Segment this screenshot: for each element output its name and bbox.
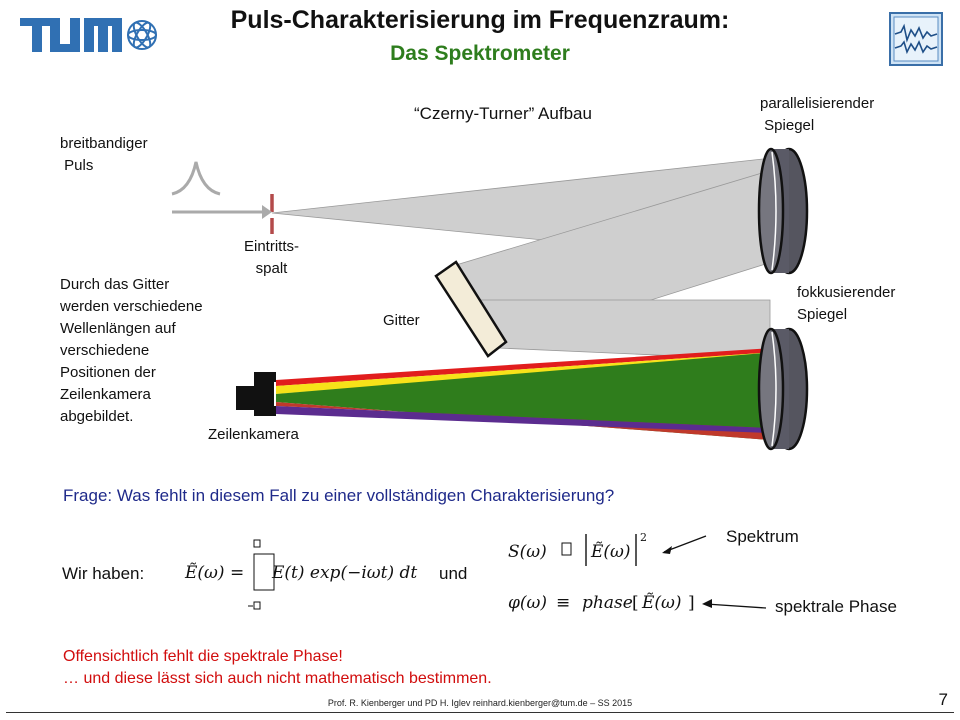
footer-divider: [6, 712, 954, 713]
diffracted-beam: [477, 299, 771, 361]
focusing-mirror-label: fokkusierender Spiegel: [797, 284, 896, 323]
institute-logo: [889, 12, 943, 66]
svg-text:phase: phase: [582, 593, 633, 613]
svg-text:[: [: [632, 593, 639, 613]
svg-text:E(t) exp(−iωt) dt: E(t) exp(−iωt) dt: [271, 563, 417, 583]
pulse-shape-icon: [171, 161, 221, 196]
conclusion-line-2: … und diese lässt sich auch nicht mathem…: [63, 670, 492, 687]
beam-red: [276, 348, 775, 386]
svg-text:Ẽ(ω): Ẽ(ω): [590, 541, 631, 562]
collimating-mirror: [757, 147, 809, 275]
svg-text:2: 2: [640, 531, 647, 544]
svg-text:Ẽ(ω): Ẽ(ω): [641, 592, 682, 613]
tum-logo: [18, 10, 158, 60]
conclusion-line-1: Offensichtlich fehlt die spektrale Phase…: [63, 648, 343, 665]
grating: [434, 260, 508, 358]
svg-text:≡: ≡: [556, 593, 570, 613]
collimating-mirror-label: parallelisierender Spiegel: [760, 95, 875, 134]
and-label: und: [439, 564, 468, 583]
focusing-mirror: [757, 327, 809, 451]
line-camera: [236, 372, 276, 416]
page-number: 7: [938, 690, 948, 709]
phase-label: spektrale Phase: [775, 597, 897, 616]
svg-text:]: ]: [688, 593, 695, 613]
svg-text:S(ω): S(ω): [508, 542, 547, 562]
fourier-equation: Ẽ(ω) = E(t) exp(−iωt) dt: [184, 539, 417, 610]
grating-label: Gitter: [383, 312, 420, 329]
beam-green: [276, 352, 776, 440]
svg-text:Ẽ(ω) =: Ẽ(ω) =: [184, 562, 244, 583]
explanation-text: Durch das Gitter werden verschiedene Wel…: [60, 276, 203, 425]
setup-label: “Czerny-Turner” Aufbau: [414, 104, 592, 123]
svg-text:φ(ω): φ(ω): [508, 593, 547, 613]
beam-yellow: [276, 352, 775, 394]
phase-equation: φ(ω) ≡ phase [ Ẽ(ω) ]: [508, 592, 695, 613]
slit-label: Eintritts- spalt: [244, 238, 300, 277]
spectrum-label: Spektrum: [726, 527, 799, 546]
spectrum-equation: S(ω) Ẽ(ω) 2: [508, 531, 647, 566]
camera-label: Zeilenkamera: [208, 426, 299, 443]
beam-purple: [276, 406, 768, 433]
pulse-label: breitbandiger Puls: [60, 135, 148, 174]
have-label: Wir haben:: [62, 564, 145, 583]
question-text: Frage: Was fehlt in diesem Fall zu einer…: [63, 486, 615, 505]
page-title: Puls-Charakterisierung im Frequenzraum:: [230, 6, 730, 34]
page-subtitle: Das Spektrometer: [390, 42, 570, 65]
phase-arrow: [705, 603, 767, 609]
footer-credit: Prof. R. Kienberger und PD H. Iglev rein…: [327, 698, 633, 708]
